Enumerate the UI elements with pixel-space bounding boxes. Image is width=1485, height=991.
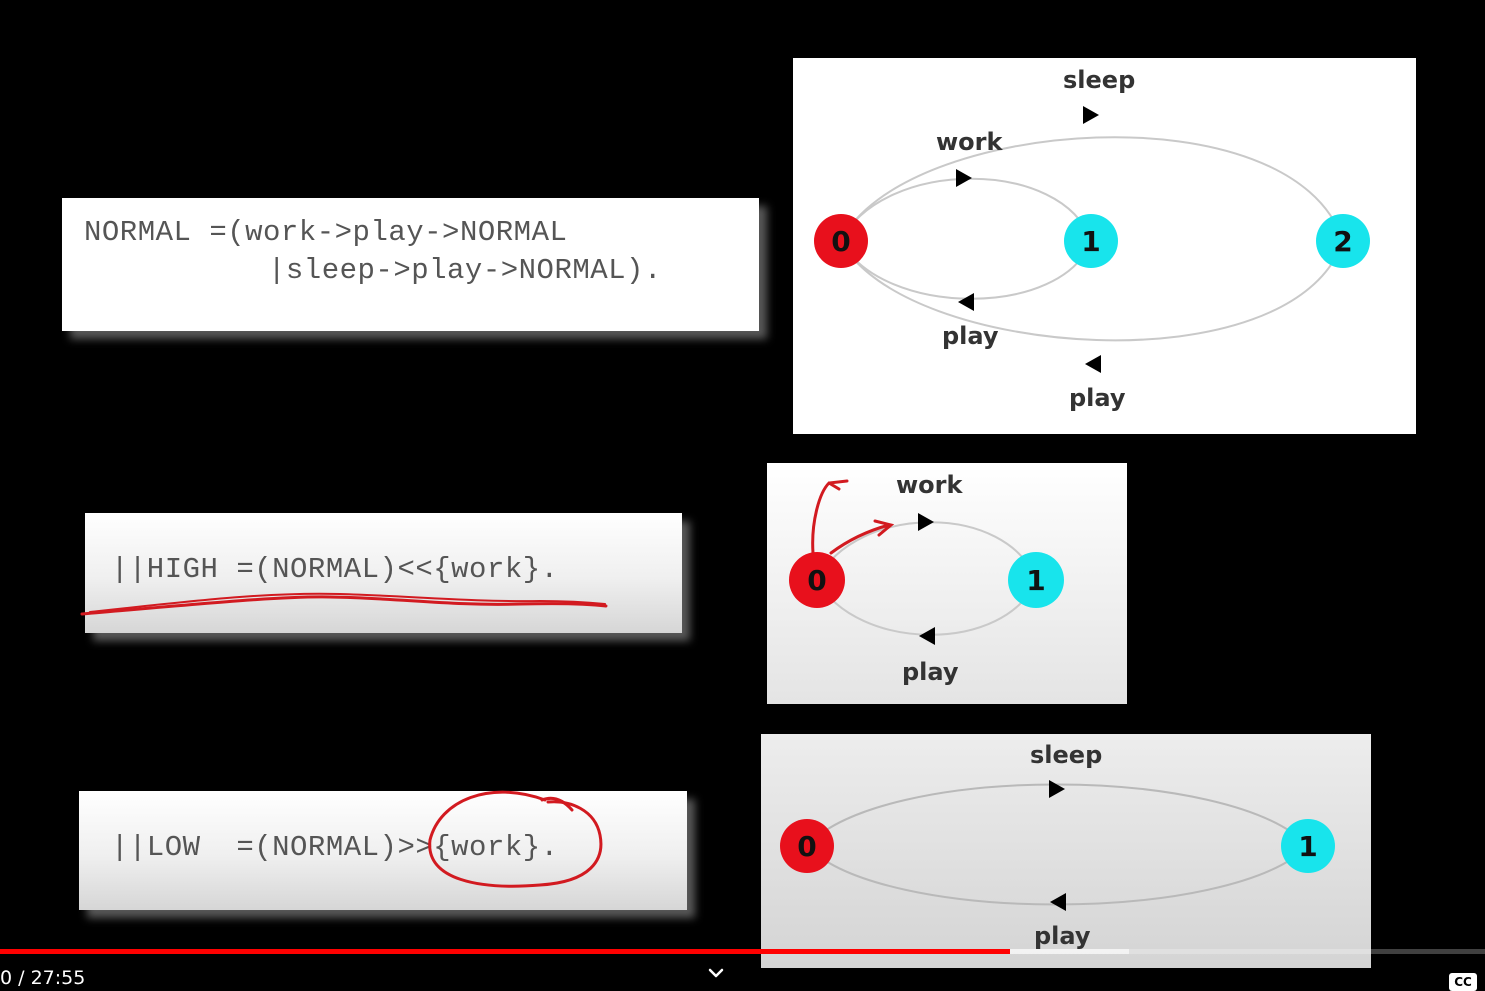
state-0-node [780, 819, 834, 873]
state-0-label: 0 [831, 225, 850, 258]
chevron-down-icon[interactable] [706, 965, 726, 981]
video-controls: 0 / 27:55 CC [0, 949, 1485, 991]
high-code-box: ||HIGH =(NORMAL)<<{work}. [85, 513, 682, 633]
high-code-line: ||HIGH =(NORMAL)<<{work}. [111, 553, 559, 586]
work-label: work [936, 128, 1003, 156]
work-arrow-icon [918, 513, 934, 531]
state-2-node [1316, 214, 1370, 268]
state-0-label: 0 [797, 830, 816, 863]
sleep-label: sleep [1030, 741, 1102, 769]
state-0-node [814, 214, 868, 268]
play-arrow-icon [1050, 893, 1066, 911]
priority-arrow-annotation [811, 479, 849, 555]
work-arrow-icon [956, 169, 972, 187]
time-display: 0 / 27:55 [0, 967, 86, 989]
high-lts-diagram: work play 0 1 [767, 463, 1127, 704]
state-1-label: 1 [1081, 225, 1100, 258]
progress-bar[interactable] [0, 949, 1485, 954]
normal-lts-diagram: sleep work play play 0 1 2 [793, 58, 1416, 434]
play-inner-arrow-icon [958, 293, 974, 311]
sleep-arrow-icon [1083, 106, 1099, 124]
low-code-box: ||LOW =(NORMAL)>>{work}. [79, 791, 687, 910]
state-0-node [789, 552, 845, 608]
low-lts-diagram: sleep play 0 1 [761, 734, 1371, 968]
priority-arrow-annotation-2 [829, 519, 895, 555]
normal-code-line-1: NORMAL =(work->play->NORMAL [84, 216, 568, 249]
state-0-label: 0 [807, 564, 826, 597]
play-arrow-icon [919, 627, 935, 645]
play-outer-arrow-icon [1085, 355, 1101, 373]
play-outer-label: play [1069, 384, 1126, 412]
state-1-node [1281, 819, 1335, 873]
sleep-arrow-icon [1049, 780, 1065, 798]
low-code-line: ||LOW =(NORMAL)>>{work}. [111, 831, 559, 864]
play-label: play [1034, 922, 1091, 950]
play-inner-label: play [942, 322, 999, 350]
progress-played [0, 949, 1010, 954]
work-label: work [896, 471, 963, 499]
state-1-label: 1 [1026, 564, 1045, 597]
normal-code-line-2: |sleep->play->NORMAL). [268, 254, 662, 287]
state-1-label: 1 [1298, 830, 1317, 863]
state-2-label: 2 [1333, 225, 1352, 258]
state-1-node [1064, 214, 1118, 268]
normal-code-box: NORMAL =(work->play->NORMAL |sleep->play… [62, 198, 759, 331]
state-1-node [1008, 552, 1064, 608]
play-label: play [902, 658, 959, 686]
cc-button[interactable]: CC [1449, 973, 1477, 991]
sleep-label: sleep [1063, 66, 1135, 94]
